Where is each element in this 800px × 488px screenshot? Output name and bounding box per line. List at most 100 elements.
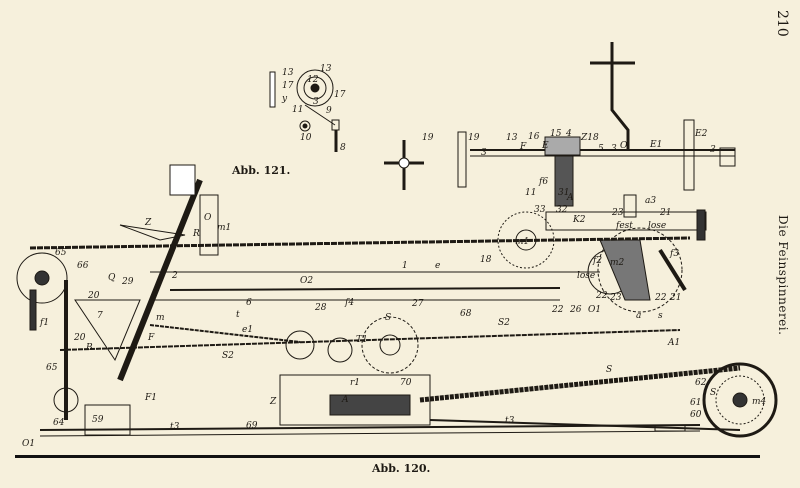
- label: fest: [615, 221, 633, 231]
- label: 9: [326, 106, 332, 116]
- label: m2: [610, 258, 625, 268]
- label: 13: [320, 64, 332, 74]
- label: 23: [611, 208, 624, 218]
- label: 64: [53, 418, 65, 428]
- label: t3: [170, 422, 180, 432]
- label: e1: [242, 325, 253, 335]
- label: 10: [300, 133, 312, 143]
- label: s: [658, 311, 663, 321]
- label: 15: [550, 129, 562, 139]
- figure-caption-120: Abb. 120.: [372, 462, 431, 475]
- label: f1: [39, 318, 49, 328]
- label: a: [636, 311, 641, 321]
- label: 4: [565, 129, 572, 139]
- label: 2: [171, 271, 178, 281]
- label: 13: [282, 68, 294, 78]
- label: 21: [669, 293, 681, 303]
- label: lose: [577, 271, 595, 281]
- label: A: [566, 193, 574, 203]
- label: O2: [300, 276, 313, 286]
- label: 3: [611, 144, 617, 154]
- label: 19: [468, 133, 480, 143]
- label: 66: [77, 261, 89, 271]
- label: m1: [217, 223, 231, 233]
- label: 62: [695, 378, 707, 388]
- label: 12: [307, 75, 319, 85]
- figure-121: [269, 69, 340, 152]
- label: O1: [22, 439, 35, 449]
- handwheel-cross: [384, 140, 424, 190]
- bottom-rule: [15, 455, 760, 458]
- label: F1: [144, 393, 157, 403]
- label: 69: [246, 421, 258, 431]
- label: 3: [710, 145, 716, 155]
- label: 22: [595, 291, 608, 301]
- label: t3: [505, 416, 515, 426]
- label: Z18: [580, 133, 599, 143]
- label: 8: [340, 143, 346, 153]
- label: Z: [144, 218, 152, 228]
- label: 3: [481, 148, 487, 158]
- label: lose: [648, 221, 666, 231]
- label: 26: [569, 305, 582, 315]
- label: S2: [222, 351, 234, 361]
- label: 32: [556, 205, 568, 215]
- label: 61: [690, 398, 701, 408]
- label: 27: [411, 299, 424, 309]
- label: T1: [356, 335, 368, 345]
- label: S: [385, 313, 391, 323]
- label: 7: [97, 311, 103, 321]
- label: 13: [506, 133, 518, 143]
- label: F: [519, 142, 527, 152]
- label: O: [204, 213, 212, 223]
- label: 5: [598, 144, 604, 154]
- label: S2: [498, 318, 510, 328]
- label: m4: [752, 397, 767, 407]
- label: m1: [515, 237, 529, 247]
- label: 65: [55, 248, 67, 258]
- rails: [29, 236, 701, 437]
- label: 19: [422, 133, 434, 143]
- label: 33: [534, 205, 546, 215]
- label: 16: [528, 132, 540, 142]
- label: R: [192, 229, 200, 239]
- label: 22: [551, 305, 564, 315]
- label: 29: [121, 277, 134, 287]
- label: 3: [313, 97, 319, 107]
- label: Z: [269, 397, 277, 407]
- label: 17: [334, 90, 346, 100]
- label: 11: [525, 188, 536, 198]
- label: 70: [400, 378, 412, 388]
- label: 11: [292, 105, 303, 115]
- label: S: [710, 388, 716, 398]
- label: 65: [46, 363, 58, 373]
- left-frame: [16, 164, 219, 436]
- label: y: [281, 94, 288, 104]
- label: A: [341, 395, 349, 405]
- label: 21: [659, 208, 671, 218]
- label: m: [156, 313, 165, 323]
- label: f3: [669, 249, 679, 259]
- label: f2: [592, 256, 602, 266]
- label: 68: [460, 309, 472, 319]
- label: A1: [667, 338, 680, 348]
- label: O1: [588, 305, 601, 315]
- label: 31: [558, 188, 569, 198]
- label: 6: [246, 298, 252, 308]
- label: a3: [645, 196, 656, 206]
- label: f6: [538, 177, 548, 187]
- label: f4: [344, 298, 354, 308]
- label: r1: [350, 378, 360, 388]
- label: t: [236, 310, 240, 320]
- label: 23: [609, 293, 622, 303]
- label: e: [435, 261, 440, 271]
- label: F: [147, 333, 155, 343]
- label: 18: [480, 255, 492, 265]
- label: E2: [694, 129, 708, 139]
- gearbox: [587, 227, 687, 313]
- label: 60: [690, 410, 702, 420]
- label: E1: [649, 140, 662, 150]
- label: S: [606, 365, 612, 375]
- label: 22: [654, 293, 667, 303]
